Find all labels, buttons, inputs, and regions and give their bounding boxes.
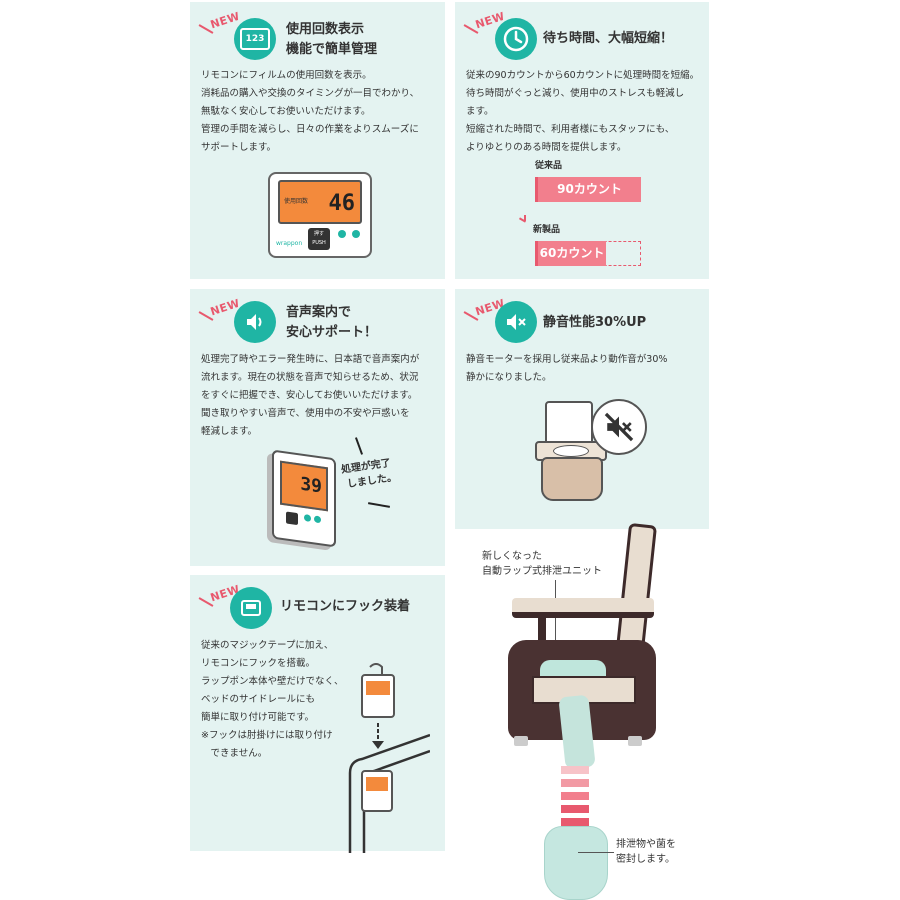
card-title-line: 機能で簡単管理 — [286, 42, 378, 57]
armrest-support — [538, 616, 546, 650]
body-line: 待ち時間がぐっと減り、使用中のストレスも軽減し — [466, 88, 685, 99]
old-product-value: 90カウント — [557, 182, 622, 196]
remote-control-illustration: 39 — [272, 449, 336, 548]
toilet-illustration — [535, 401, 615, 501]
body-line: 処理完了時やエラー発生時に、日本語で音声案内が — [201, 354, 420, 365]
remote-small-button — [352, 230, 360, 238]
lcd-label: 使用回数 — [284, 198, 309, 205]
body-line: 静音モーターを採用し従来品より動作音が30% — [466, 354, 668, 365]
card-title-line: 安心サポート！ — [286, 325, 378, 340]
foot — [514, 736, 528, 746]
push-button — [286, 511, 298, 526]
body-line: 管理の手間を減らし、日々の作業をよりスムーズに — [201, 124, 419, 135]
sparkle-icon — [518, 215, 531, 225]
card-title-line: 使用回数表示 — [286, 22, 365, 37]
speaker-icon — [234, 301, 276, 343]
card-title: 静音性能30%UP — [543, 315, 647, 330]
card-title: リモコンにフック装着 — [280, 599, 411, 614]
card-body: 静音モーターを採用し従来品より動作音が30% 静かになりました。 — [466, 351, 667, 387]
seal-label-line: 密封します。 — [616, 854, 675, 865]
card-body: 従来のマジックテープに加え、 リモコンにフックを搭載。 ラップポン本体や壁だけで… — [201, 637, 344, 763]
feature-card-quiet: NEW 静音性能30%UP 静音モーターを採用し従来品より動作音が30% 静かに… — [455, 289, 709, 529]
card-body: 処理完了時やエラー発生時に、日本語で音声案内が 流れます。現在の状態を音声で知ら… — [201, 351, 419, 441]
body-line: 消耗品の購入や交換のタイミングが一目でわかり、 — [201, 88, 420, 99]
feature-card-hook: NEW リモコンにフック装着 従来のマジックテープに加え、 リモコンにフックを搭… — [190, 575, 445, 853]
remote-small-button — [314, 515, 321, 524]
remote-icon — [230, 587, 272, 629]
body-line: ベッドのサイドレールにも — [201, 694, 316, 705]
counter-icon-text: 123 — [240, 28, 270, 50]
push-label: 押す — [313, 231, 324, 237]
hook-illustration — [348, 663, 430, 853]
seal-leader — [578, 852, 614, 853]
feature-card-voice: NEW 音声案内で 安心サポート！ 処理完了時やエラー発生時に、日本語で音声案内… — [190, 289, 445, 566]
motion-stripes — [561, 766, 589, 826]
old-product-bar: 90カウント — [535, 177, 641, 202]
sound-line — [367, 502, 391, 508]
new-product-bar: 60カウント — [535, 241, 606, 266]
body-line: 従来のマジックテープに加え、 — [201, 640, 334, 651]
remote-small-button — [338, 230, 346, 238]
mute-bubble-icon — [591, 399, 647, 455]
toilet-unit-photo — [508, 520, 668, 770]
new-product-value: 60カウント — [539, 246, 605, 260]
body-line: 聞き取りやすい音声で、使用中の不安や戸惑いを — [201, 408, 410, 419]
unit-label: 新しくなった 自動ラップ式排泄ユニット — [482, 549, 602, 579]
unit-label-line: 新しくなった — [482, 551, 542, 562]
unit-label-leader — [555, 580, 556, 684]
card-title-line: 音声案内で — [286, 305, 352, 320]
unit-label-line: 自動ラップ式排泄ユニット — [482, 566, 602, 577]
body-line: 静かになりました。 — [466, 372, 552, 383]
body-line: リモコンにフィルムの使用回数を表示。 — [201, 70, 372, 81]
remote-lcd: 使用回数 46 — [278, 180, 362, 224]
remote-control-illustration: 使用回数 46 押す PUSH wrappon — [268, 172, 372, 258]
seal-label-line: 排泄物や菌を — [616, 839, 676, 850]
new-product-label: 新製品 — [533, 225, 561, 235]
brand-logo: wrappon — [276, 240, 303, 247]
feature-card-counter: NEW 123 使用回数表示 機能で簡単管理 リモコンにフィルムの使用回数を表示… — [190, 2, 445, 279]
body-line: 簡単に取り付け可能です。 — [201, 712, 315, 723]
seal-label: 排泄物や菌を 密封します。 — [616, 837, 676, 867]
body-line: 軽減します。 — [201, 426, 258, 437]
body-line: 従来の90カウントから60カウントに処理時間を短縮。 — [466, 70, 700, 81]
old-product-label: 従来品 — [535, 161, 563, 171]
feature-card-wait-time: NEW 待ち時間、大幅短縮！ 従来の90カウントから60カウントに処理時間を短縮… — [455, 2, 709, 279]
body-line: ラップポン本体や壁だけでなく、 — [201, 676, 344, 687]
body-line: ※フックは肘掛けには取り付け — [201, 730, 333, 741]
lcd-count: 46 — [328, 191, 356, 216]
body-line: リモコンにフックを搭載。 — [201, 658, 316, 669]
card-title: 音声案内で 安心サポート！ — [286, 303, 377, 343]
push-label: PUSH — [312, 240, 326, 246]
lcd-count: 39 — [300, 473, 322, 498]
speech-text: 処理が完了 しました。 — [340, 455, 398, 492]
body-line: をすぐに把握でき、安心してお使いいただけます。 — [201, 390, 418, 401]
body-line: よりゆとりのある時間を提供します。 — [466, 142, 627, 153]
clock-icon — [495, 18, 537, 60]
card-title: 待ち時間、大幅短縮！ — [543, 31, 674, 46]
body-line: サポートします。 — [201, 142, 277, 153]
sealed-package — [544, 826, 608, 900]
body-line: できません。 — [201, 748, 268, 759]
body-line: 短縮された時間で、利用者様にもスタッフにも、 — [466, 124, 675, 135]
body-line: 流れます。現在の状態を音声で知らせるため、状況 — [201, 372, 419, 383]
card-body: リモコンにフィルムの使用回数を表示。 消耗品の購入や交換のタイミングが一目でわか… — [201, 67, 419, 157]
push-button: 押す PUSH — [308, 228, 330, 250]
mute-speaker-icon — [495, 301, 537, 343]
remote-small-button — [304, 514, 311, 522]
remote-lcd: 39 — [280, 460, 328, 512]
card-title: 使用回数表示 機能で簡単管理 — [286, 20, 377, 60]
body-line: 無駄なく安心してお使いいただけます。 — [201, 106, 371, 117]
armrest — [512, 598, 654, 618]
body-line: ます。 — [466, 106, 494, 117]
card-body: 従来の90カウントから60カウントに処理時間を短縮。 待ち時間がぐっと減り、使用… — [466, 67, 699, 157]
foot — [628, 736, 642, 746]
counter-123-icon: 123 — [234, 18, 276, 60]
